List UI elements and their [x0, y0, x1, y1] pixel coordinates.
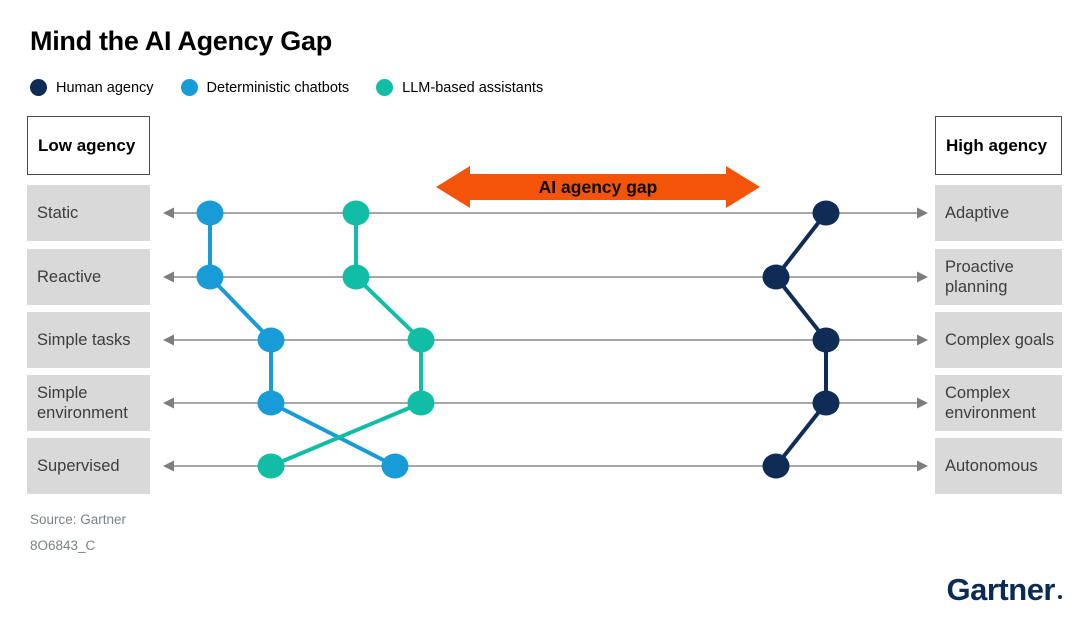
- row-label-left: Static: [27, 185, 150, 241]
- gartner-logo-text: Gartner: [946, 572, 1056, 607]
- right-arrowhead-icon: [917, 271, 928, 283]
- data-point-deterministic-chatbots: [381, 453, 409, 479]
- left-arrowhead-icon: [163, 460, 174, 472]
- row-label-left: Reactive: [27, 249, 150, 305]
- left-arrowhead-icon: [163, 334, 174, 346]
- data-point-llm-based-assistants: [407, 327, 435, 353]
- row-label-right: Proactive planning: [935, 249, 1062, 305]
- left-arrowhead-icon: [163, 397, 174, 409]
- row-label-right: Complex goals: [935, 312, 1062, 368]
- figure-id-text: 8O6843_C: [30, 538, 96, 553]
- left-arrowhead-icon: [163, 207, 174, 219]
- data-point-deterministic-chatbots: [257, 390, 285, 416]
- source-text: Source: Gartner: [30, 512, 127, 527]
- row-label-left: Simple environment: [27, 375, 150, 431]
- high-agency-header: High agency: [935, 116, 1062, 175]
- deterministic-chatbots-dot-icon: [180, 79, 198, 96]
- legend-item-deterministic-chatbots: Deterministic chatbots: [180, 79, 350, 96]
- right-arrowhead-icon: [917, 334, 928, 346]
- human-agency-dot-icon: [30, 79, 47, 96]
- data-point-human-agency: [762, 264, 790, 290]
- row-label-right: Adaptive: [935, 185, 1062, 241]
- data-point-llm-based-assistants: [342, 200, 370, 226]
- registered-mark-icon: [1058, 595, 1062, 599]
- right-arrowhead-icon: [917, 397, 928, 409]
- data-point-llm-based-assistants: [407, 390, 435, 416]
- left-arrowhead-icon: [163, 271, 174, 283]
- data-point-human-agency: [762, 453, 790, 479]
- page-title: Mind the AI Agency Gap: [30, 26, 332, 56]
- legend-item-llm-based-assistants: LLM-based assistants: [376, 79, 543, 96]
- right-arrowhead-icon: [917, 460, 928, 472]
- data-point-deterministic-chatbots: [257, 327, 285, 353]
- row-label-left: Simple tasks: [27, 312, 150, 368]
- data-point-llm-based-assistants: [342, 264, 370, 290]
- data-point-human-agency: [812, 390, 840, 416]
- data-point-human-agency: [812, 327, 840, 353]
- data-point-deterministic-chatbots: [196, 200, 224, 226]
- data-point-llm-based-assistants: [257, 453, 285, 479]
- legend-item-human-agency: Human agency: [30, 79, 154, 96]
- legend-label: Deterministic chatbots: [206, 79, 350, 96]
- row-label-right: Complex environment: [935, 375, 1062, 431]
- data-point-human-agency: [812, 200, 840, 226]
- row-label-left: Supervised: [27, 438, 150, 494]
- ai-agency-gap-arrow: [436, 166, 760, 208]
- data-point-deterministic-chatbots: [196, 264, 224, 290]
- legend: Human agency Deterministic chatbots LLM-…: [30, 79, 543, 96]
- legend-label: Human agency: [56, 79, 154, 96]
- low-agency-header: Low agency: [27, 116, 150, 175]
- llm-assistants-dot-icon: [376, 79, 394, 96]
- legend-label: LLM-based assistants: [402, 79, 544, 96]
- row-label-right: Autonomous: [935, 438, 1062, 494]
- gartner-logo: Gartner: [947, 572, 1062, 608]
- right-arrowhead-icon: [917, 207, 928, 219]
- ai-agency-gap-label: AI agency gap: [539, 177, 658, 197]
